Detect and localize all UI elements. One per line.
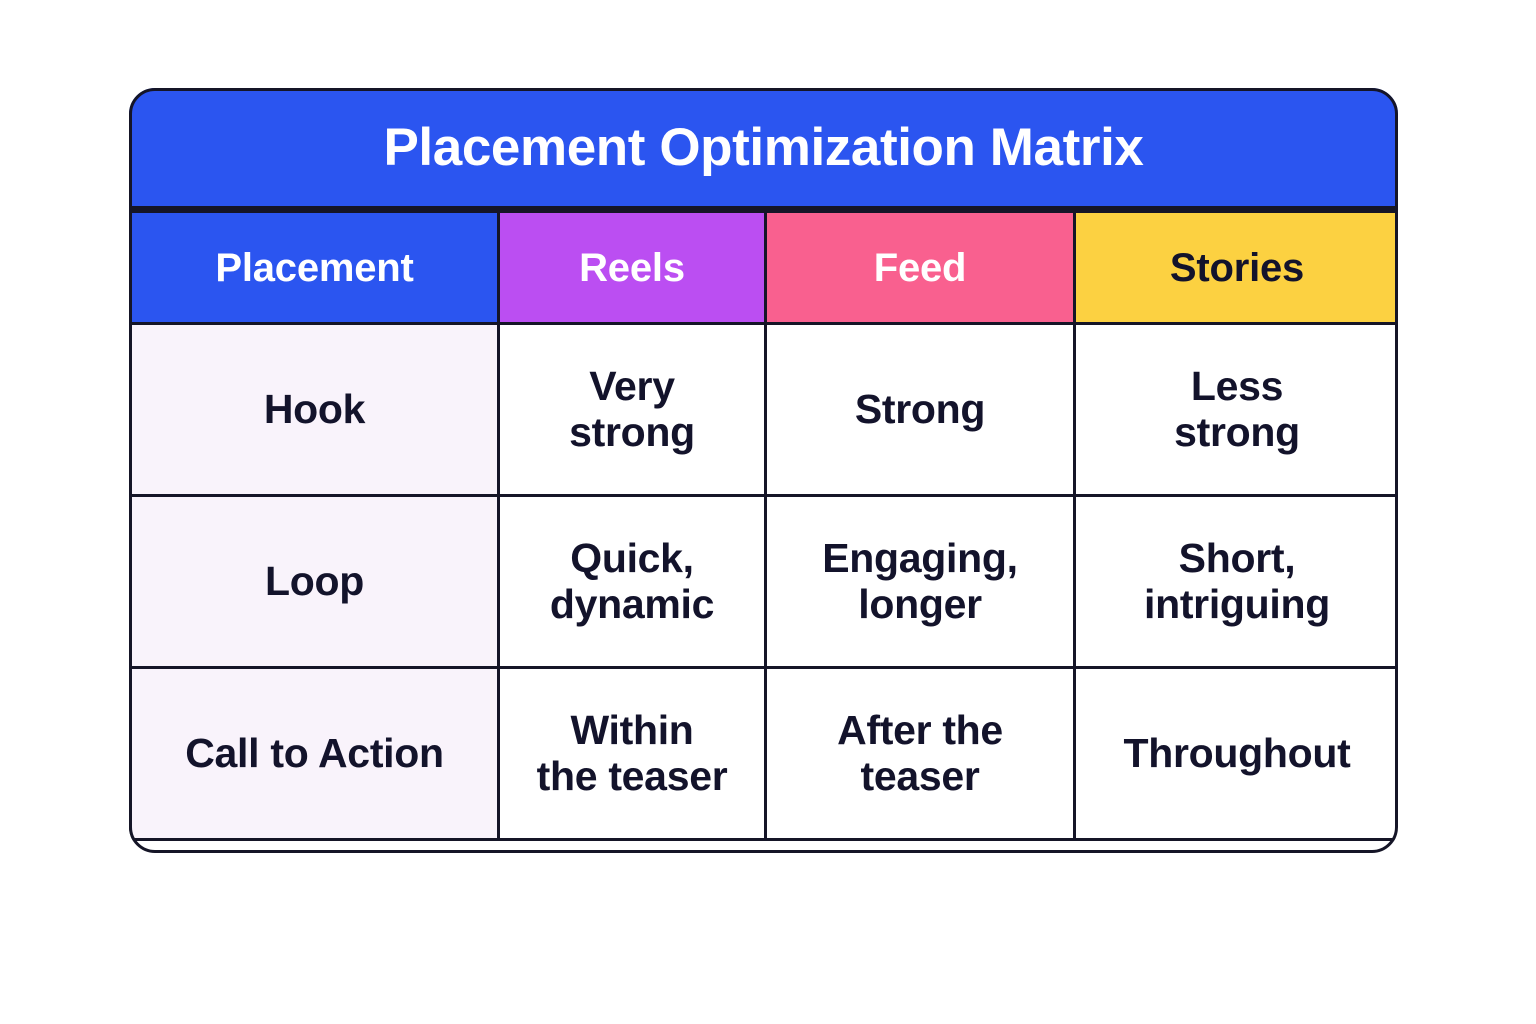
cell-line: dynamic <box>549 580 715 627</box>
row-header-loop: Loop <box>129 494 500 669</box>
row-header-hook: Hook <box>129 322 500 497</box>
cell-cta-reels: Within the teaser <box>497 666 767 841</box>
cell-line: Less <box>1190 362 1284 409</box>
cell-line: Throughout <box>1123 729 1351 776</box>
table-row: Loop Quick, dynamic Engaging, longer Sho… <box>129 494 1398 669</box>
cell-loop-feed: Engaging, longer <box>764 494 1076 669</box>
column-header-feed: Feed <box>764 210 1076 325</box>
placement-matrix-table: Placement Reels Feed Stories Hook Very s… <box>129 210 1398 841</box>
placement-optimization-matrix-card: Placement Optimization Matrix Placement … <box>129 88 1398 853</box>
cell-line: strong <box>1174 408 1300 455</box>
cell-hook-stories: Less strong <box>1073 322 1398 497</box>
cell-line: longer <box>858 580 982 627</box>
cell-line: strong <box>569 408 695 455</box>
column-header-reels: Reels <box>497 210 767 325</box>
cell-line: Short, <box>1178 534 1296 581</box>
column-header-placement: Placement <box>129 210 500 325</box>
table-row: Hook Very strong Strong Less strong <box>129 322 1398 497</box>
cell-cta-feed: After the teaser <box>764 666 1076 841</box>
cell-line: Engaging, <box>822 534 1018 581</box>
row-header-call-to-action: Call to Action <box>129 666 500 841</box>
table-header-row: Placement Reels Feed Stories <box>129 210 1398 325</box>
cell-line: intriguing <box>1143 580 1330 627</box>
cell-line: Within <box>570 706 694 753</box>
cell-hook-feed: Strong <box>764 322 1076 497</box>
cell-hook-reels: Very strong <box>497 322 767 497</box>
page-title: Placement Optimization Matrix <box>129 88 1398 210</box>
cell-line: teaser <box>860 752 980 799</box>
cell-cta-stories: Throughout <box>1073 666 1398 841</box>
cell-line: After the <box>837 706 1003 753</box>
cell-line: Quick, <box>570 534 694 581</box>
cell-line: Very <box>589 362 675 409</box>
cell-line: Strong <box>854 385 986 432</box>
cell-loop-stories: Short, intriguing <box>1073 494 1398 669</box>
table-row: Call to Action Within the teaser After t… <box>129 666 1398 841</box>
column-header-stories: Stories <box>1073 210 1398 325</box>
cell-loop-reels: Quick, dynamic <box>497 494 767 669</box>
cell-line: the teaser <box>536 752 728 799</box>
